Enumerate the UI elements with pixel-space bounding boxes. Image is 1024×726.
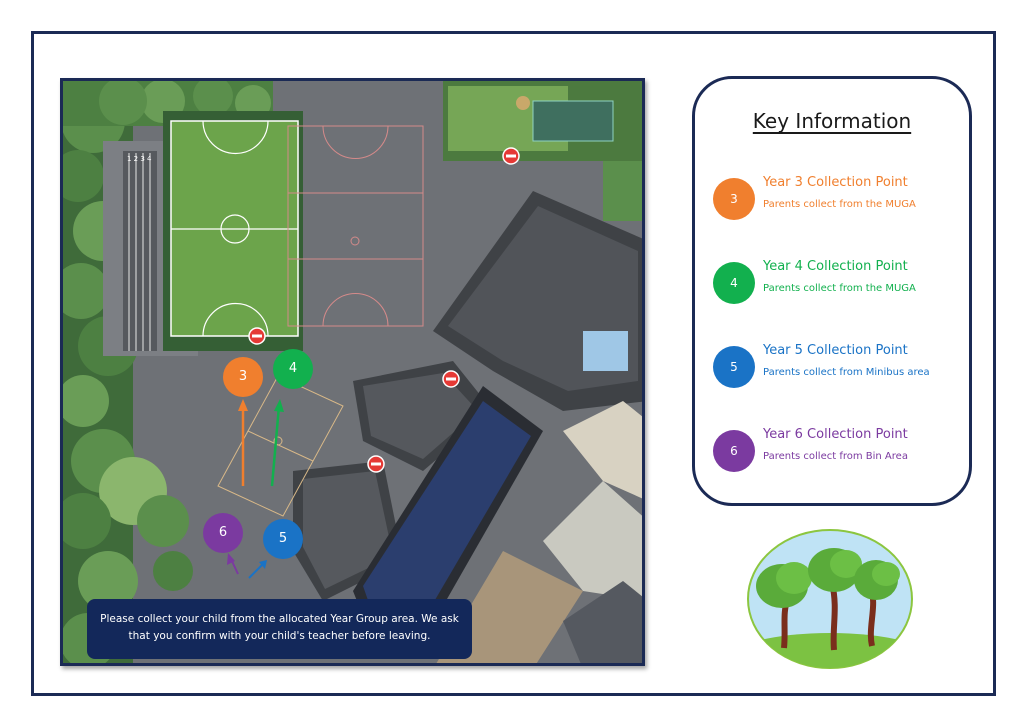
key-item-title: Year 5 Collection Point [763,343,908,358]
no-entry-signs [248,147,520,473]
key-item-subtitle: Parents collect from the MUGA [763,283,916,294]
key-dot-year-3: 3 [713,178,755,220]
garden-area [443,81,642,221]
track-lane-numbers: 1 2 3 4 [127,155,152,163]
key-item-year-5: 5 Year 5 Collection Point Parents collec… [713,343,963,393]
muga-court [217,375,344,517]
collection-notice: Please collect your child from the alloc… [87,599,472,659]
marker-year-3: 3 [223,357,263,397]
key-item-title: Year 4 Collection Point [763,259,908,274]
aerial-map-illustration: 1 2 3 4 [63,81,642,663]
direction-arrows [227,399,284,579]
marker-year-6: 6 [203,513,243,553]
key-item-title: Year 3 Collection Point [763,175,908,190]
key-item-subtitle: Parents collect from Minibus area [763,367,930,378]
marker-year-4: 4 [273,349,313,389]
school-site-map: 1 2 3 4 [60,78,645,666]
netball-courts [287,125,424,327]
school-tree-logo [747,529,913,669]
football-pitch [163,111,303,351]
key-dot-year-4: 4 [713,262,755,304]
key-item-subtitle: Parents collect from the MUGA [763,199,916,210]
key-item-year-3: 3 Year 3 Collection Point Parents collec… [713,175,963,225]
key-information-panel: Key Information 3 Year 3 Collection Poin… [692,76,972,506]
key-title: Key Information [752,109,912,133]
key-item-subtitle: Parents collect from Bin Area [763,451,908,462]
key-item-year-6: 6 Year 6 Collection Point Parents collec… [713,427,963,477]
key-dot-year-6: 6 [713,430,755,472]
marker-year-5: 5 [263,519,303,559]
key-item-title: Year 6 Collection Point [763,427,908,442]
key-dot-year-5: 5 [713,346,755,388]
key-item-year-4: 4 Year 4 Collection Point Parents collec… [713,259,963,309]
school-buildings [293,191,642,663]
